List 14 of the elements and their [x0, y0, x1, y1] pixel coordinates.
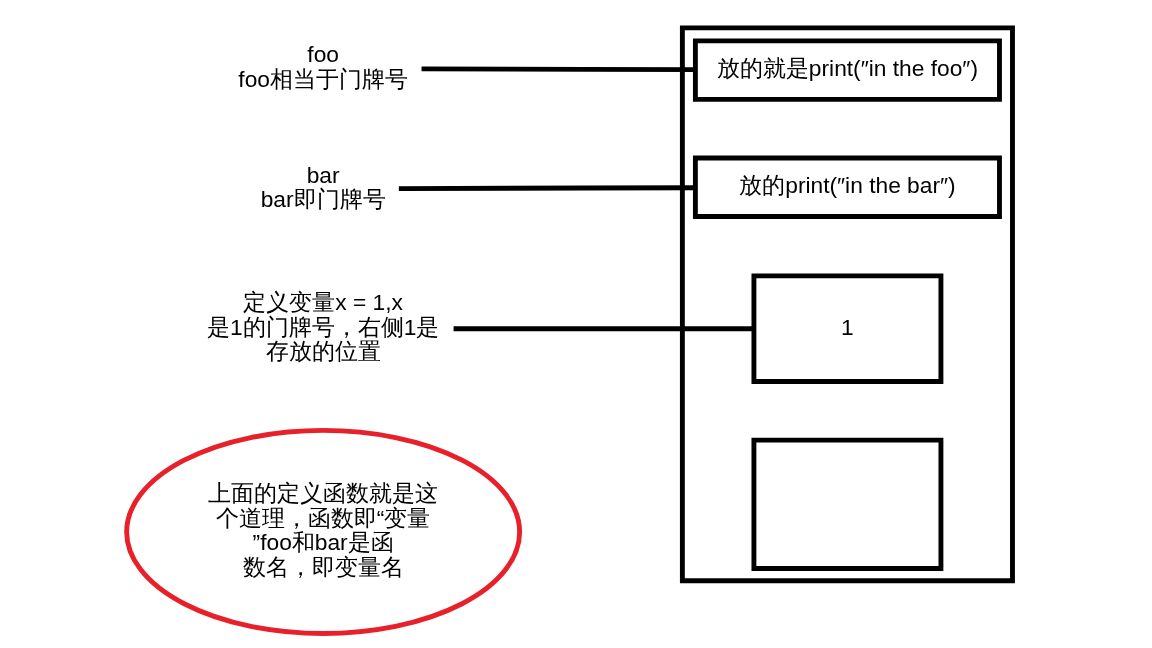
node-text: 定义变量x = 1,x是1的门牌号，右侧1是存放的位置 [206, 289, 440, 365]
node-text: bar [306, 161, 340, 188]
cluster [679, 25, 1015, 584]
node-label: bar即门牌号 [260, 186, 386, 213]
connector [453, 326, 754, 332]
node-box [751, 437, 944, 571]
node-box: 放的就是print(″in the foo″) [692, 38, 1002, 102]
node-box: 1 [751, 273, 944, 384]
connector [421, 66, 696, 73]
node-text: foo [307, 41, 339, 68]
node-ellipse: 上面的定义函数就是这个道理，函数即“变量”foo和bar是函数名，即变量名 [124, 427, 523, 636]
node-label: foo相当于门牌号 [238, 65, 408, 92]
connector [398, 185, 696, 192]
node-box: 放的print(″in the bar″) [692, 155, 1002, 219]
